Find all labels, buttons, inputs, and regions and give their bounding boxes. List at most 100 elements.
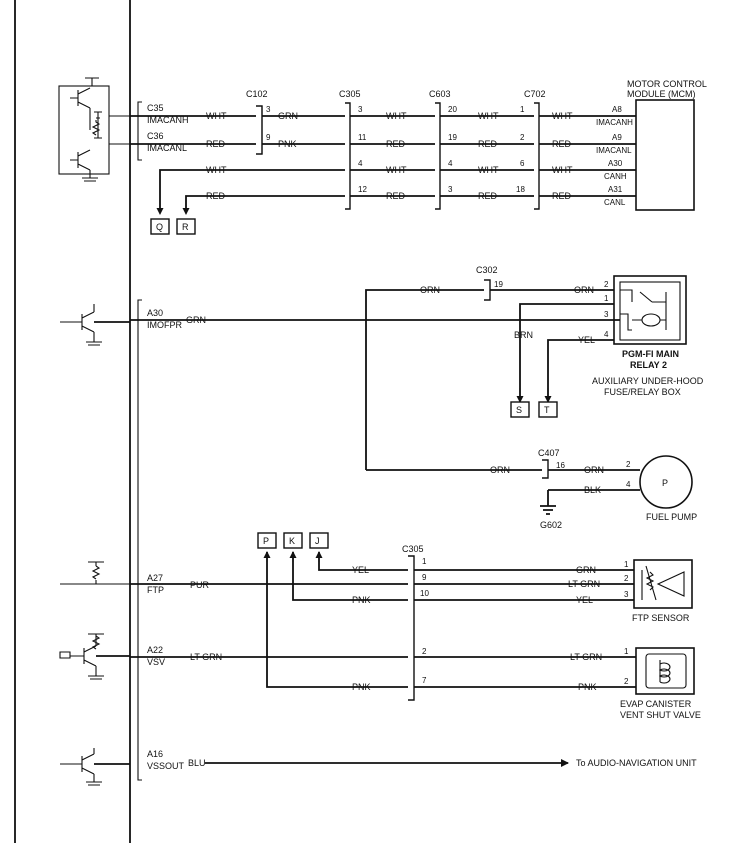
svg-text:FTP: FTP bbox=[147, 585, 164, 595]
svg-text:PUR: PUR bbox=[190, 580, 210, 590]
svg-text:6: 6 bbox=[520, 159, 525, 168]
svg-text:10: 10 bbox=[420, 589, 429, 598]
svg-text:WHT: WHT bbox=[552, 111, 573, 121]
svg-text:IMOFPR: IMOFPR bbox=[147, 320, 182, 330]
svg-text:GRN: GRN bbox=[278, 111, 298, 121]
pgm-fi-main-relay-2: 2 1 3 4 PGM-FI MAIN RELAY 2 AUXILIARY UN… bbox=[592, 275, 704, 397]
svg-text:RED: RED bbox=[386, 139, 406, 149]
svg-text:WHT: WHT bbox=[478, 111, 499, 121]
svg-text:1: 1 bbox=[624, 560, 629, 569]
ecm-connector-c35-c36: C35 IMACANH C36 IMACANL bbox=[137, 101, 189, 161]
svg-text:A9: A9 bbox=[612, 133, 622, 142]
svg-text:IMACANL: IMACANL bbox=[596, 146, 632, 155]
fuel-pump-relay-circuit: A30 IMOFPR GRN ORN C302 19 ORN BRN YEL S… bbox=[60, 265, 620, 470]
evap-label-1: EVAP CANISTER bbox=[620, 699, 692, 709]
connector-c305-lower: C305 bbox=[402, 544, 424, 554]
svg-text:RED: RED bbox=[552, 191, 572, 201]
svg-text:4: 4 bbox=[448, 159, 453, 168]
svg-text:AUXILIARY UNDER-HOOD: AUXILIARY UNDER-HOOD bbox=[592, 376, 704, 386]
svg-text:18: 18 bbox=[516, 185, 525, 194]
svg-text:RED: RED bbox=[478, 139, 498, 149]
svg-text:4: 4 bbox=[626, 480, 631, 489]
svg-text:RED: RED bbox=[552, 139, 572, 149]
fuel-pump-circuit: ORN C407 16 ORN BLK G602 2 4 P FUEL PUMP bbox=[366, 448, 697, 530]
svg-text:PNK: PNK bbox=[352, 595, 371, 605]
ftp-evap-section: P K J A27 FTP PUR A22 VSV LT GRN C305 1 … bbox=[59, 532, 701, 720]
svg-text:12: 12 bbox=[358, 185, 367, 194]
svg-text:9: 9 bbox=[422, 573, 427, 582]
can-transceiver-symbol bbox=[58, 77, 130, 182]
svg-text:MOTOR CONTROL: MOTOR CONTROL bbox=[627, 79, 707, 89]
svg-text:YEL: YEL bbox=[576, 595, 593, 605]
svg-text:LT GRN: LT GRN bbox=[568, 579, 600, 589]
svg-text:ORN: ORN bbox=[490, 465, 510, 475]
svg-text:CANL: CANL bbox=[604, 198, 626, 207]
connector-c603: C603 bbox=[429, 89, 451, 99]
svg-text:WHT: WHT bbox=[386, 165, 407, 175]
svg-text:2: 2 bbox=[422, 647, 427, 656]
ftp-sensor-label: FTP SENSOR bbox=[632, 613, 690, 623]
svg-text:3: 3 bbox=[266, 105, 271, 114]
svg-text:2: 2 bbox=[604, 280, 609, 289]
svg-text:RELAY 2: RELAY 2 bbox=[630, 360, 667, 370]
ref-j: J bbox=[315, 536, 320, 546]
svg-text:4: 4 bbox=[358, 159, 363, 168]
svg-text:3: 3 bbox=[604, 310, 609, 319]
connector-c102: C102 bbox=[246, 89, 268, 99]
svg-text:ORN: ORN bbox=[420, 285, 440, 295]
svg-text:20: 20 bbox=[448, 105, 457, 114]
svg-text:7: 7 bbox=[422, 676, 427, 685]
can-wires: WHT RED C102 3 9 GRN PNK WHT RED Q R C30… bbox=[130, 89, 636, 235]
svg-text:RED: RED bbox=[478, 191, 498, 201]
svg-text:YEL: YEL bbox=[578, 335, 595, 345]
svg-text:RED: RED bbox=[386, 191, 406, 201]
ref-k: K bbox=[289, 536, 295, 546]
svg-text:A27: A27 bbox=[147, 573, 163, 583]
svg-text:2: 2 bbox=[626, 460, 631, 469]
svg-text:A30: A30 bbox=[608, 159, 623, 168]
svg-text:MODULE (MCM): MODULE (MCM) bbox=[627, 89, 696, 99]
svg-text:9: 9 bbox=[266, 133, 271, 142]
vss-output-circuit: A16 VSSOUT BLU To AUDIO-NAVIGATION UNIT bbox=[60, 748, 697, 786]
connector-c302: C302 bbox=[476, 265, 498, 275]
pin-c36: C36 bbox=[147, 131, 164, 141]
svg-text:1: 1 bbox=[624, 647, 629, 656]
svg-text:GRN: GRN bbox=[576, 565, 596, 575]
fuel-pump-label: FUEL PUMP bbox=[646, 512, 697, 522]
svg-text:3: 3 bbox=[624, 590, 629, 599]
audio-nav-label: To AUDIO-NAVIGATION UNIT bbox=[576, 758, 697, 768]
svg-text:RED: RED bbox=[206, 191, 226, 201]
svg-text:11: 11 bbox=[358, 133, 367, 142]
svg-text:4: 4 bbox=[604, 330, 609, 339]
svg-text:VSSOUT: VSSOUT bbox=[147, 761, 185, 771]
svg-text:WHT: WHT bbox=[478, 165, 499, 175]
ground-g602: G602 bbox=[540, 520, 562, 530]
svg-text:A31: A31 bbox=[608, 185, 623, 194]
svg-text:IMACANH: IMACANH bbox=[596, 118, 633, 127]
svg-text:3: 3 bbox=[358, 105, 363, 114]
svg-text:ORN: ORN bbox=[574, 285, 594, 295]
svg-text:YEL: YEL bbox=[352, 565, 369, 575]
fuel-pump-symbol: P bbox=[662, 478, 668, 488]
svg-text:VSV: VSV bbox=[147, 657, 165, 667]
connector-c702: C702 bbox=[524, 89, 546, 99]
svg-text:ORN: ORN bbox=[584, 465, 604, 475]
ecm-connector-a bbox=[137, 299, 142, 781]
svg-text:WHT: WHT bbox=[206, 111, 227, 121]
ref-r: R bbox=[182, 222, 189, 232]
svg-text:PNK: PNK bbox=[352, 682, 371, 692]
svg-text:CANH: CANH bbox=[604, 172, 627, 181]
svg-text:2: 2 bbox=[520, 133, 525, 142]
ref-s: S bbox=[516, 405, 522, 415]
svg-text:16: 16 bbox=[556, 461, 565, 470]
svg-text:WHT: WHT bbox=[206, 165, 227, 175]
svg-text:BLU: BLU bbox=[188, 758, 206, 768]
svg-text:1: 1 bbox=[520, 105, 525, 114]
ref-q: Q bbox=[156, 222, 163, 232]
svg-text:3: 3 bbox=[448, 185, 453, 194]
motor-control-module: MOTOR CONTROL MODULE (MCM) A8 IMACANH A9… bbox=[596, 79, 707, 211]
svg-text:BLK: BLK bbox=[584, 485, 601, 495]
svg-text:A8: A8 bbox=[612, 105, 622, 114]
pin-imacanh: IMACANH bbox=[147, 115, 189, 125]
